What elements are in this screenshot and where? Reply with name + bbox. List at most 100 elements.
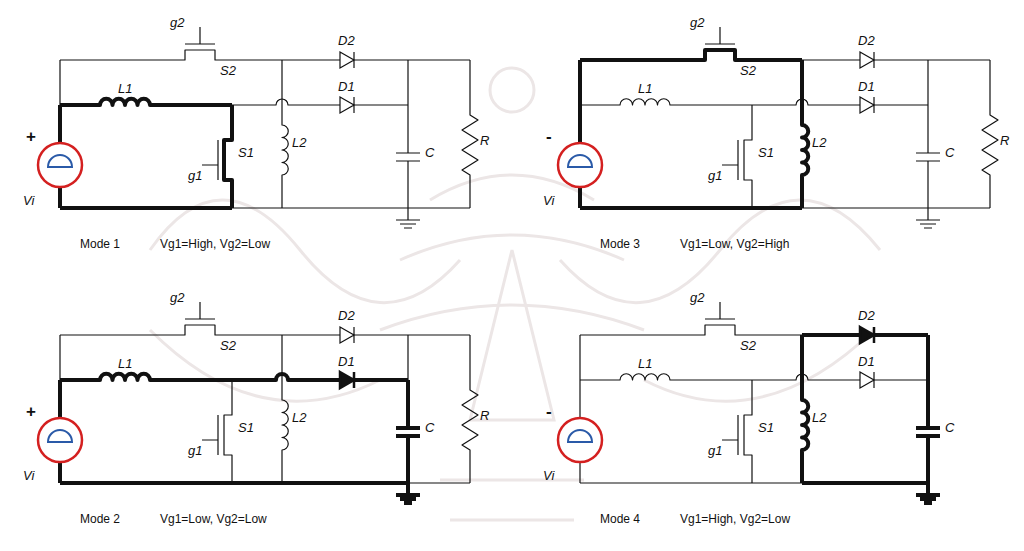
component-label: g2 (690, 290, 704, 305)
component-label: C (425, 145, 434, 160)
ac-source (38, 418, 82, 462)
wire (224, 380, 232, 483)
wire (580, 99, 752, 105)
wire (752, 99, 928, 105)
diode-symbol (860, 52, 874, 68)
wire (282, 207, 408, 208)
component-label: S1 (238, 420, 254, 435)
wire (578, 105, 582, 143)
wire (802, 60, 808, 208)
wire (916, 483, 940, 503)
wire (802, 335, 808, 483)
component-label: R (480, 408, 489, 423)
wire (60, 206, 232, 210)
mode-caption: Mode 3 (600, 237, 640, 252)
mode-caption: Vg1=High, Vg2=Low (680, 512, 790, 527)
wire (744, 105, 752, 208)
component-label: C (945, 145, 954, 160)
ac-source-symbol (568, 155, 592, 167)
wire (396, 483, 420, 503)
diode-symbol (340, 372, 354, 388)
wire (927, 60, 928, 105)
wire (928, 59, 990, 60)
wire (408, 59, 470, 60)
component-label: S1 (758, 145, 774, 160)
wire (802, 481, 928, 485)
wire (407, 335, 408, 380)
wire (408, 334, 470, 335)
ac-source (558, 418, 602, 462)
wire (59, 60, 60, 105)
mode-caption: Mode 4 (600, 512, 640, 527)
component-label: L1 (118, 81, 132, 96)
wire (58, 380, 62, 418)
component-label: L1 (638, 81, 652, 96)
wire (580, 50, 802, 60)
component-label: g1 (708, 443, 722, 458)
mode-caption: Mode 2 (80, 512, 120, 527)
mosfet-gate (705, 302, 738, 455)
component-label: D1 (858, 354, 875, 369)
component-label: Vi (543, 193, 554, 208)
ac-source (38, 143, 82, 187)
polarity-sign: + (26, 404, 36, 419)
converter-circuit (38, 27, 478, 228)
wire (802, 207, 928, 208)
wire (752, 374, 928, 380)
diode-symbol (860, 372, 874, 388)
wire (580, 206, 752, 210)
component-label: g1 (188, 168, 202, 183)
wire (232, 99, 408, 105)
component-label: D1 (338, 354, 355, 369)
wire (580, 325, 802, 335)
component-label: D2 (858, 33, 875, 48)
component-label: Vi (23, 193, 34, 208)
wire (916, 208, 940, 228)
component-label: S1 (238, 145, 254, 160)
wire (396, 380, 420, 483)
wire (928, 207, 990, 208)
component-label: R (1000, 133, 1009, 148)
component-label: L2 (812, 135, 826, 150)
wire (60, 50, 282, 60)
component-label: C (945, 420, 954, 435)
wire (396, 208, 420, 228)
component-label: g2 (690, 15, 704, 30)
mosfet-gate (185, 302, 218, 455)
converter-circuit (558, 27, 998, 228)
mode-caption: Vg1=High, Vg2=Low (160, 237, 270, 252)
ac-source-symbol (48, 430, 72, 442)
wire (396, 105, 420, 208)
component-label: S2 (740, 338, 756, 353)
wire (916, 105, 940, 208)
component-label: S2 (220, 338, 236, 353)
diode-symbol (860, 327, 874, 343)
ac-source-symbol (48, 155, 72, 167)
component-label: Vi (23, 468, 34, 483)
wire (58, 462, 62, 483)
wire (58, 187, 62, 208)
component-label: S1 (758, 420, 774, 435)
wire (578, 60, 582, 105)
component-label: g2 (170, 15, 184, 30)
wire (744, 380, 752, 483)
wire (408, 207, 470, 208)
component-label: L1 (118, 356, 132, 371)
ac-source (558, 143, 602, 187)
component-label: S2 (740, 63, 756, 78)
component-label: L2 (292, 410, 306, 425)
wire (232, 207, 282, 208)
wire (58, 105, 62, 143)
mode-caption: Mode 1 (80, 237, 120, 252)
component-label: D1 (858, 79, 875, 94)
component-label: L1 (638, 356, 652, 371)
diode-symbol (340, 327, 354, 343)
wire (752, 206, 802, 210)
wire (580, 374, 752, 380)
wire (408, 482, 470, 483)
component-label: D2 (858, 308, 875, 323)
mosfet-gate (185, 27, 218, 180)
component-label: g1 (708, 168, 722, 183)
wire (916, 380, 940, 483)
wire (462, 60, 478, 208)
